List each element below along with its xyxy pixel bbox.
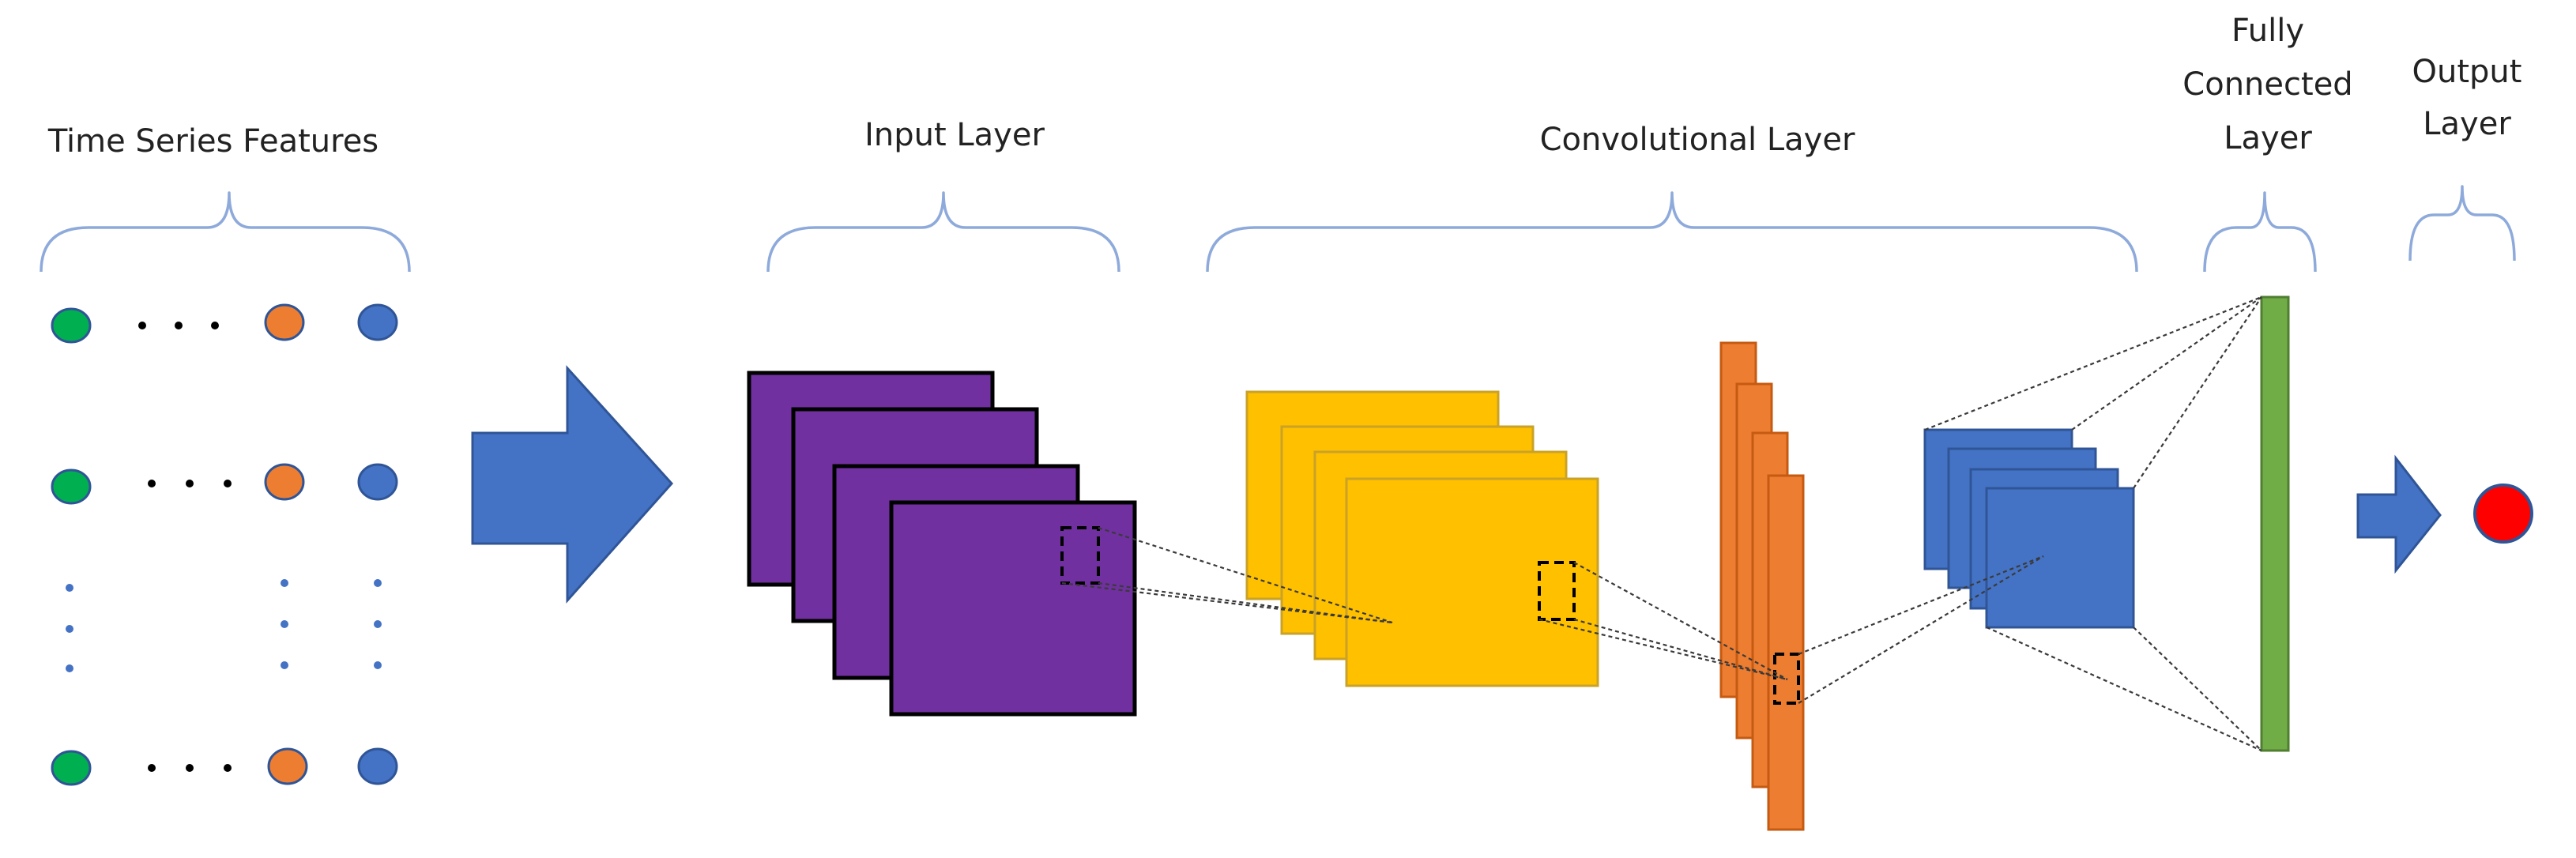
connection-line	[2133, 296, 2262, 489]
output-layer-label-line-2: Layer	[2423, 106, 2511, 142]
connection-line	[1061, 581, 1393, 624]
connection-line	[1986, 626, 2262, 752]
conv-yellow-stack	[1245, 390, 1599, 687]
feature-vertical-dot	[66, 664, 73, 672]
flow-arrow-large	[471, 365, 674, 604]
feature-dot	[211, 322, 219, 329]
connection-lines	[1061, 295, 2262, 752]
feature-node-blue	[357, 303, 398, 341]
feature-node-green	[51, 469, 92, 505]
conv-orange-stack	[1719, 341, 1805, 831]
feature-vertical-dot	[374, 620, 382, 628]
output-layer-label-line-1: Output	[2412, 54, 2522, 90]
fully-connected-brace	[2203, 191, 2317, 273]
feature-dot	[148, 764, 156, 772]
connection-line	[1924, 295, 2262, 431]
feature-vertical-dot	[66, 625, 73, 633]
input-receptive-window	[1060, 526, 1100, 585]
feature-dot	[148, 480, 156, 487]
convolutional-layer-brace	[1206, 191, 2138, 273]
connection-line	[1573, 562, 1788, 680]
conv-feature-map-blue	[1985, 487, 2135, 629]
feature-node-orange	[264, 303, 305, 341]
fully-connected-label-line-2: Connected	[2182, 66, 2352, 103]
time-series-features	[51, 303, 398, 786]
conv-yellow-receptive-window	[1538, 561, 1576, 621]
fully-connected-label-line-1: Fully	[2231, 13, 2304, 49]
feature-node-orange	[267, 747, 308, 785]
input-layer-brace	[766, 191, 1120, 273]
feature-vertical-dot	[374, 579, 382, 587]
time-series-brace	[40, 191, 411, 273]
input-layer-label: Input Layer	[864, 117, 1045, 153]
feature-node-blue	[357, 747, 398, 785]
connection-line	[1798, 555, 2044, 704]
feature-node-green	[51, 750, 92, 786]
connection-line	[2133, 627, 2262, 751]
connection-line	[1098, 526, 1393, 624]
output-layer-brace	[2408, 185, 2516, 262]
fully-connected-bar	[2260, 295, 2290, 752]
fully-connected-label-line-3: Layer	[2224, 120, 2312, 156]
connection-line	[2071, 296, 2262, 431]
feature-dot	[224, 480, 232, 487]
feature-vertical-dot	[281, 620, 288, 628]
time-series-features-label: Time Series Features	[47, 123, 378, 160]
feature-node-blue	[357, 463, 398, 501]
feature-node-green	[51, 307, 92, 344]
flow-arrow-small	[2356, 454, 2442, 574]
output-node	[2473, 484, 2533, 544]
feature-vertical-dot	[374, 661, 382, 669]
conv-orange-receptive-window	[1773, 653, 1800, 705]
feature-vertical-dot	[281, 661, 288, 669]
feature-node-orange	[264, 463, 305, 501]
input-layer-stack	[747, 371, 1137, 717]
feature-vertical-dot	[281, 579, 288, 587]
convolutional-layer-label: Convolutional Layer	[1540, 122, 1855, 158]
conv-blue-stack	[1923, 428, 2135, 629]
connection-line	[1573, 618, 1788, 681]
feature-dot	[175, 322, 183, 329]
connection-line	[1798, 555, 2044, 656]
feature-dot	[186, 764, 194, 772]
feature-dot	[224, 764, 232, 772]
conv-feature-map-yellow	[1345, 477, 1599, 687]
conv-feature-map-orange	[1767, 474, 1805, 831]
feature-dot	[186, 480, 194, 487]
feature-dot	[138, 322, 146, 329]
input-feature-map	[889, 500, 1137, 717]
feature-vertical-dot	[66, 584, 73, 592]
